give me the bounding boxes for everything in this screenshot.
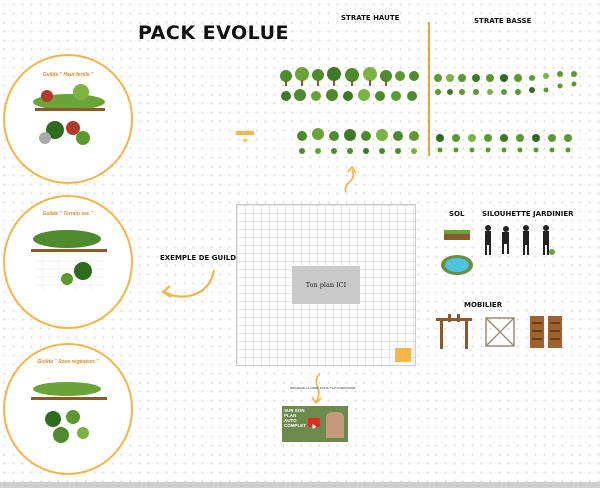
video-thumb-line-3: AUTO bbox=[284, 418, 297, 423]
furniture-heading: MOBILIER bbox=[464, 301, 503, 309]
video-thumb-text: SUR SON PLAN AUTO COMPLET bbox=[284, 408, 306, 428]
guild-title-2: Guilde " Terrain sec " bbox=[42, 211, 94, 217]
guild-circle-2[interactable]: Guilde " Terrain sec " bbox=[3, 195, 133, 329]
video-caption: REGARDE LA VIDÉO POUR T'ACCOMPAGNER bbox=[290, 386, 356, 390]
guild-3-illustration bbox=[31, 382, 107, 443]
furniture-items bbox=[436, 314, 562, 349]
soil-heading: SOL bbox=[449, 210, 465, 218]
curved-arrow-guild-icon bbox=[161, 269, 216, 298]
plan-placeholder-label: Ton plan ICI bbox=[305, 281, 347, 289]
strata-divider bbox=[428, 22, 430, 156]
guild-circle-1[interactable]: Guilde " Haut fertile " bbox=[3, 54, 133, 184]
video-thumb-line-4: COMPLET bbox=[284, 423, 306, 428]
gardener-silhouette-heading: SILOUHETTE JARDINIER bbox=[482, 210, 574, 218]
guild-circle-3[interactable]: Guilde " Sous régénérer " bbox=[3, 343, 133, 475]
strata-high-heading: STRATE HAUTE bbox=[341, 14, 400, 22]
strata-low-plants-svg bbox=[434, 71, 577, 153]
curved-arrow-top-icon bbox=[344, 165, 357, 193]
curved-arrow-down-icon bbox=[311, 373, 322, 404]
soil-svg bbox=[444, 230, 470, 240]
guild-1-illustration bbox=[33, 84, 105, 145]
strata-low-plants bbox=[432, 64, 592, 156]
video-thumbnail[interactable]: SUR SON PLAN AUTO COMPLET bbox=[282, 406, 348, 442]
plan-placeholder[interactable]: Ton plan ICI bbox=[292, 266, 360, 304]
video-person bbox=[326, 412, 344, 438]
guild-examples-heading: EXEMPLE DE GUILDES bbox=[160, 254, 246, 262]
guild-2-illustration bbox=[31, 230, 107, 291]
strata-low-heading: STRATE BASSE bbox=[474, 17, 532, 25]
strata-high-plants bbox=[278, 64, 428, 154]
video-thumb-line-1: SUR SON bbox=[284, 408, 305, 413]
play-triangle-icon bbox=[312, 424, 317, 429]
guild-title-3: Guilde " Sous régénérer " bbox=[37, 359, 99, 365]
pond-icon bbox=[441, 255, 473, 275]
horizontal-scrollbar[interactable] bbox=[0, 482, 600, 488]
guild-title-1: Guilde " Haut fertile " bbox=[42, 72, 94, 78]
strata-sticky-note[interactable] bbox=[236, 131, 254, 135]
page-title: PACK EVOLUE bbox=[138, 22, 290, 44]
video-play-icon[interactable] bbox=[308, 418, 320, 429]
strata-sticky-dot bbox=[243, 139, 247, 142]
strata-high-plants-svg bbox=[280, 67, 419, 154]
gardener-silhouettes bbox=[485, 225, 555, 255]
video-thumb-line-2: PLAN bbox=[284, 413, 297, 418]
soil-icons bbox=[444, 226, 470, 246]
plan-sticky-note[interactable] bbox=[395, 348, 411, 362]
